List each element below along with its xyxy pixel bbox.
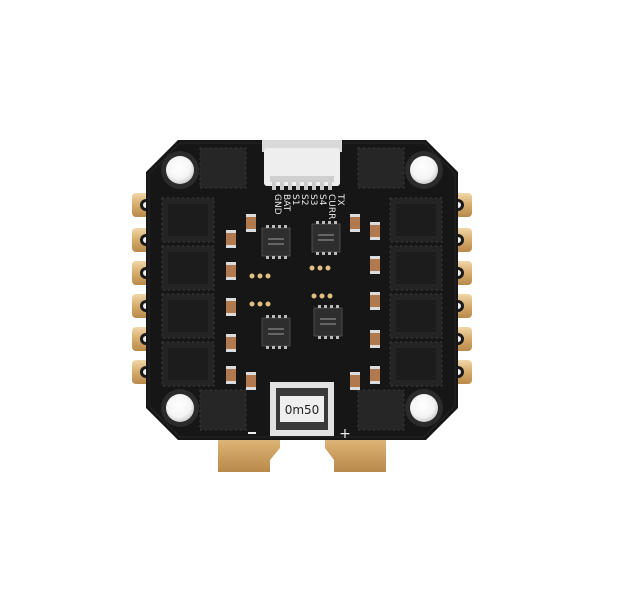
mount-hole-icon [405, 389, 443, 427]
capacitor [246, 214, 256, 232]
driver-chip [311, 221, 341, 255]
capacitor [226, 334, 236, 352]
capacitor [370, 330, 380, 348]
mosfet-top-right [357, 147, 405, 189]
mount-hole-icon [405, 151, 443, 189]
silkscreen-label: TX [335, 193, 345, 206]
polarity-plus: + [339, 426, 351, 442]
signal-connector [262, 140, 342, 190]
silkscreen-label: S1 [290, 194, 300, 205]
driver-chip [261, 225, 291, 259]
silkscreen-label: GND [272, 194, 282, 215]
silkscreen-label: S3 [308, 194, 318, 205]
capacitor [370, 256, 380, 274]
mosfet-bottom-right [357, 389, 405, 431]
silkscreen-label: CURR [326, 194, 336, 219]
capacitor [226, 298, 236, 316]
mount-hole-icon [161, 389, 199, 427]
mosfet-top-left [199, 147, 247, 189]
capacitor [370, 292, 380, 310]
silkscreen-label: S2 [299, 194, 309, 205]
driver-chip [261, 315, 291, 349]
mosfet [161, 293, 215, 339]
mount-hole-icon [161, 151, 199, 189]
driver-chip [313, 305, 343, 339]
capacitor [350, 214, 360, 232]
capacitor-array [226, 214, 380, 390]
driver-chips [249, 221, 343, 349]
mosfet [161, 197, 215, 243]
minus-marking [248, 432, 256, 434]
capacitor [370, 222, 380, 240]
capacitor [350, 372, 360, 390]
shunt-marking: 0m50 [285, 403, 320, 417]
capacitor [246, 372, 256, 390]
capacitor [370, 366, 380, 384]
mosfet-array-right [389, 197, 443, 387]
mosfet [389, 245, 443, 291]
mosfet [389, 197, 443, 243]
capacitor [226, 230, 236, 248]
mosfet-bottom-left [199, 389, 247, 431]
mosfet [161, 341, 215, 387]
mosfet [389, 341, 443, 387]
silkscreen-label: S4 [317, 194, 327, 206]
mosfet-array-left [161, 197, 215, 387]
mosfet [161, 245, 215, 291]
capacitor [226, 366, 236, 384]
current-shunt: 0m50 [270, 382, 334, 436]
pcb-board [146, 140, 458, 440]
silkscreen-label: BAT [281, 194, 291, 212]
capacitor [226, 262, 236, 280]
mosfet [389, 293, 443, 339]
